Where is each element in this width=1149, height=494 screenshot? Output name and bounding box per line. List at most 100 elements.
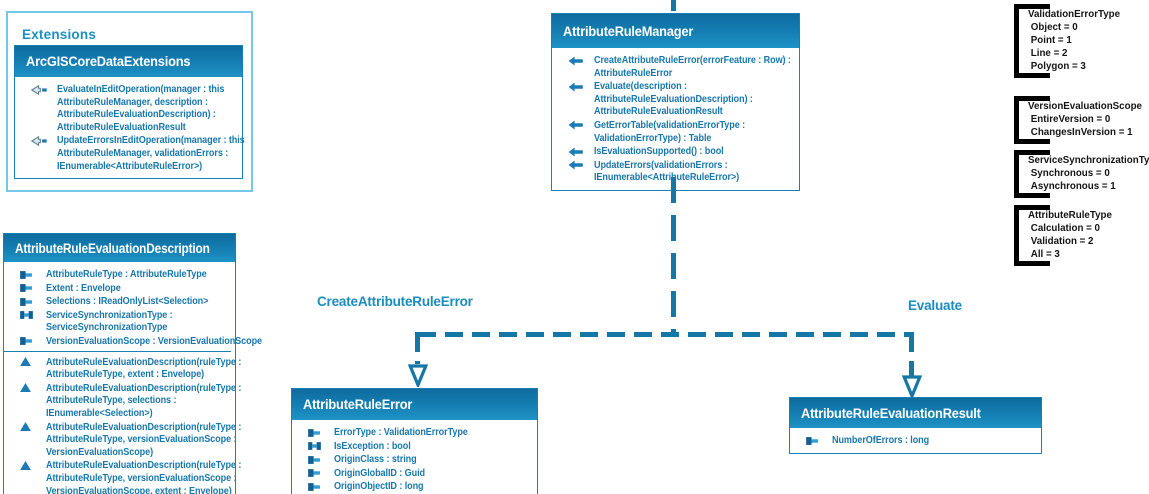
member-row[interactable]: UpdateErrors(validationErrors : IEnumera… bbox=[568, 159, 795, 184]
open-arrowhead-down-icon bbox=[407, 364, 429, 392]
member-row[interactable]: IsException : bool bbox=[308, 440, 533, 453]
member-row[interactable]: GetErrorTable(validationErrorType : Vali… bbox=[568, 119, 795, 144]
extension-method-icon bbox=[31, 135, 48, 146]
member-row[interactable]: OriginClass : string bbox=[308, 453, 533, 466]
member-line: Extent : Envelope bbox=[46, 281, 121, 294]
member-row[interactable]: AttributeRuleType : AttributeRuleType bbox=[20, 268, 231, 281]
constructor-icon bbox=[20, 460, 37, 470]
class-header[interactable]: AttributeRuleEvaluationDescription bbox=[4, 234, 235, 262]
member-line: EvaluateInEditOperation(manager : this bbox=[57, 83, 225, 95]
extension-method-icon bbox=[31, 84, 48, 95]
class-title: AttributeRuleEvaluationResult bbox=[801, 405, 981, 421]
connector-drop-to-result bbox=[909, 332, 914, 376]
class-arcgiscoredataextensions[interactable]: ArcGISCoreDataExtensions EvaluateInEditO… bbox=[14, 45, 245, 180]
member-row[interactable]: AttributeRuleEvaluationDescription(ruleT… bbox=[20, 356, 241, 381]
class-header[interactable]: AttributeRuleEvaluationResult bbox=[790, 398, 1041, 428]
member-line: Evaluate(description : bbox=[594, 80, 687, 93]
member-line: AttributeRuleEvaluationDescription) : bbox=[594, 92, 753, 105]
member-line: Selections : IReadOnlyList<Selection> bbox=[46, 295, 209, 308]
connector-horizontal bbox=[418, 332, 913, 337]
class-header[interactable]: AttributeRuleError bbox=[292, 389, 537, 420]
class-title: AttributeRuleManager bbox=[563, 23, 694, 39]
member-line: GetErrorTable(validationErrorType : bbox=[594, 118, 746, 131]
enum-value: Synchronous = 0 bbox=[1030, 167, 1110, 179]
member-row[interactable]: OriginObjectID : long bbox=[308, 480, 533, 493]
member-line: AttributeRuleType, versionEvaluationScop… bbox=[46, 433, 237, 446]
enum-attributeruletype[interactable]: AttributeRuleType Calculation = 0 Valida… bbox=[1014, 205, 1122, 266]
enum-title: VersionEvaluationScope bbox=[1028, 100, 1142, 112]
member-line: AttributeRuleEvaluationResult bbox=[57, 120, 186, 133]
method-icon bbox=[568, 147, 585, 157]
member-row[interactable]: ErrorType : ValidationErrorType bbox=[308, 426, 533, 439]
member-line: OriginGlobalID : Guid bbox=[334, 466, 426, 479]
enum-value: Line = 2 bbox=[1030, 47, 1068, 59]
member-line: AttributeRuleType, versionEvaluationScop… bbox=[46, 471, 237, 484]
member-line: AttributeRuleType, extent : Envelope) bbox=[46, 368, 205, 381]
class-header[interactable]: ArcGISCoreDataExtensions bbox=[15, 46, 242, 77]
class-header[interactable]: AttributeRuleManager bbox=[552, 14, 799, 48]
class-attributeruleevaluationresult[interactable]: AttributeRuleEvaluationResult NumberOfEr… bbox=[789, 397, 1042, 454]
enum-title: ServiceSynchronizationType bbox=[1028, 154, 1149, 166]
connector-drop-to-error bbox=[415, 332, 420, 364]
connector-vertical-from-manager bbox=[671, 177, 676, 333]
member-row[interactable]: NumberOfErrors : long bbox=[806, 434, 1037, 447]
member-row[interactable]: CreateAttributeRuleError(errorFeature : … bbox=[568, 54, 795, 79]
member-line: ValidationErrorType) : Table bbox=[594, 131, 712, 144]
member-line: IsEvaluationSupported() : bool bbox=[594, 145, 724, 158]
member-line: AttributeRuleType : AttributeRuleType bbox=[46, 268, 207, 280]
member-line: ServiceSynchronizationType bbox=[46, 321, 168, 334]
enum-value: All = 3 bbox=[1030, 248, 1060, 260]
member-line: ErrorType : ValidationErrorType bbox=[334, 426, 468, 438]
member-line: AttributeRuleEvaluationDescription) : bbox=[57, 108, 216, 121]
member-row[interactable]: ServiceSynchronizationType : ServiceSync… bbox=[20, 309, 231, 334]
class-attributeruleevaluationdescription[interactable]: AttributeRuleEvaluationDescription Attri… bbox=[3, 233, 262, 494]
member-line: VersionEvaluationScope, extent : Envelop… bbox=[46, 484, 232, 494]
connector-label-evaluate: Evaluate bbox=[908, 298, 962, 313]
member-row[interactable]: UpdateErrorsInEditOperation(manager : th… bbox=[31, 134, 245, 172]
enum-value: Asynchronous = 1 bbox=[1030, 180, 1116, 192]
member-line: CreateAttributeRuleError(errorFeature : … bbox=[594, 54, 791, 66]
member-row[interactable]: VersionEvaluationScope : VersionEvaluati… bbox=[20, 335, 262, 348]
method-icon bbox=[568, 160, 585, 170]
member-line: IsException : bool bbox=[334, 439, 411, 452]
member-line: AttributeRuleError bbox=[594, 66, 673, 79]
enum-value: Object = 0 bbox=[1030, 21, 1078, 33]
enum-validationerrortype[interactable]: ValidationErrorType Object = 0 Point = 1… bbox=[1014, 4, 1131, 78]
member-row[interactable]: OriginGlobalID : Guid bbox=[308, 467, 533, 480]
property-icon bbox=[308, 482, 325, 492]
property-icon bbox=[308, 428, 325, 438]
member-line: VersionEvaluationScope : VersionEvaluati… bbox=[46, 334, 263, 347]
property-readwrite-icon bbox=[308, 441, 325, 451]
class-attributeruleerror[interactable]: AttributeRuleError ErrorType : Validatio… bbox=[291, 388, 538, 494]
member-row[interactable]: EvaluateInEditOperation(manager : this A… bbox=[31, 83, 238, 133]
member-section-divider bbox=[4, 350, 231, 352]
member-row[interactable]: AttributeRuleEvaluationDescription(ruleT… bbox=[20, 421, 241, 459]
member-line: IEnumerable<AttributeRuleError>) bbox=[594, 171, 740, 184]
member-line: OriginObjectID : long bbox=[334, 480, 424, 493]
member-row[interactable]: Evaluate(description : AttributeRuleEval… bbox=[568, 80, 795, 118]
member-line: UpdateErrors(validationErrors : bbox=[594, 158, 728, 171]
connector-label-createattributeruleerror: CreateAttributeRuleError bbox=[317, 294, 473, 309]
member-row[interactable]: IsEvaluationSupported() : bool bbox=[568, 145, 795, 158]
enum-servicesynchronizationtype[interactable]: ServiceSynchronizationType Synchronous =… bbox=[1014, 150, 1149, 198]
property-icon bbox=[806, 436, 823, 446]
extensions-group-label: Extensions bbox=[22, 27, 97, 42]
member-row[interactable]: Extent : Envelope bbox=[20, 282, 231, 295]
property-icon bbox=[308, 468, 325, 478]
enum-value: ChangesInVersion = 1 bbox=[1030, 126, 1133, 138]
member-row[interactable]: AttributeRuleEvaluationDescription(ruleT… bbox=[20, 459, 241, 494]
member-row[interactable]: AttributeRuleEvaluationDescription(ruleT… bbox=[20, 382, 241, 420]
class-attributerulemanager[interactable]: AttributeRuleManager CreateAttributeRule… bbox=[551, 13, 800, 191]
member-line: AttributeRuleEvaluationDescription(ruleT… bbox=[46, 355, 242, 368]
method-icon bbox=[568, 120, 585, 130]
member-row[interactable]: Selections : IReadOnlyList<Selection> bbox=[20, 295, 231, 308]
member-line: OriginClass : string bbox=[334, 453, 417, 466]
member-line: AttributeRuleType, selections : bbox=[46, 394, 177, 407]
enum-value: Point = 1 bbox=[1030, 34, 1072, 46]
member-line: NumberOfErrors : long bbox=[832, 434, 930, 446]
enum-versionevaluationscope[interactable]: VersionEvaluationScope EntireVersion = 0… bbox=[1014, 96, 1149, 144]
class-title: ArcGISCoreDataExtensions bbox=[26, 54, 191, 69]
property-readwrite-icon bbox=[20, 310, 37, 320]
property-icon bbox=[20, 336, 37, 346]
method-icon bbox=[568, 56, 585, 66]
